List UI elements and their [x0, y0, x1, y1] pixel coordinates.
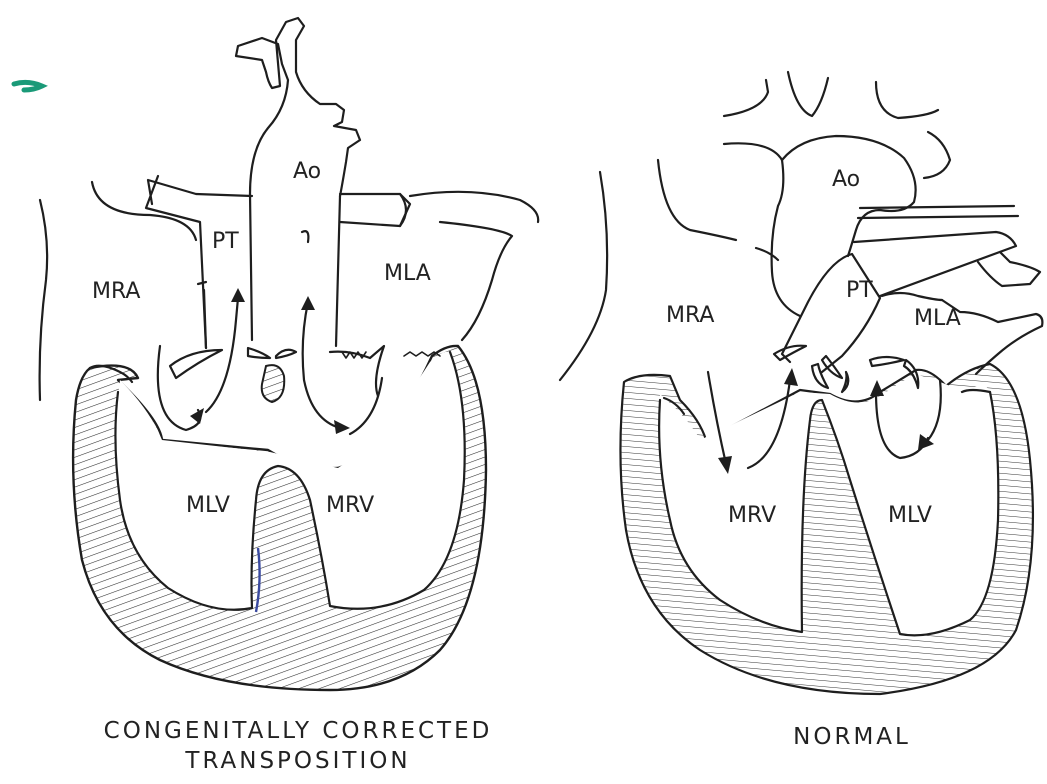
cctga-pt-right-branch	[340, 194, 410, 226]
cctga-aorta-body	[250, 194, 340, 346]
cctga-arrowhead-4	[334, 420, 350, 434]
cctga-left-atrium-wall	[440, 222, 512, 340]
normal-arch-top	[724, 80, 768, 116]
cctga-right-atrium-wall	[40, 200, 48, 400]
normal-caption: NORMAL	[793, 724, 911, 750]
cctga-valve-pt	[170, 350, 222, 378]
cctga-heart: Ao PT MRA MLA MLV MRV CONGENITALLY CORRE…	[40, 18, 539, 774]
normal-arch-vessel-1	[788, 72, 828, 116]
normal-label-mlv: MLV	[888, 503, 932, 528]
normal-arrowhead-2	[784, 368, 798, 386]
normal-aorta-left	[724, 143, 800, 316]
normal-pt-branch	[854, 232, 1016, 296]
normal-label-mrv: MRV	[728, 503, 776, 528]
normal-valve-ao-right	[842, 372, 848, 392]
cctga-valve-ao-left	[248, 348, 270, 358]
normal-descending-aorta	[858, 206, 1018, 218]
normal-heart: Ao PT MRA MLA MRV MLV NORMAL	[560, 72, 1042, 750]
cctga-flow-arrow-3	[303, 302, 340, 428]
normal-valve-mitral	[870, 357, 904, 366]
cctga-pt-left-wall	[198, 282, 206, 348]
normal-pt-trunk	[782, 254, 880, 372]
cctga-label-mlv: MLV	[186, 493, 230, 518]
normal-arch-vessel-2	[876, 82, 938, 118]
normal-label-pt: PT	[846, 278, 873, 303]
cctga-valve-ao-right	[276, 350, 296, 358]
cctga-caption-line1: CONGENITALLY CORRECTED	[104, 718, 493, 744]
cctga-arrowhead-3	[301, 296, 315, 310]
cctga-atrial-roof-left	[92, 182, 196, 240]
cctga-label-pt: PT	[212, 229, 239, 254]
normal-label-mla: MLA	[914, 306, 961, 331]
cctga-label-mrv: MRV	[326, 493, 374, 518]
cctga-conal-muscle	[262, 365, 285, 402]
normal-label-ao: Ao	[832, 167, 860, 192]
cctga-arrowhead-2	[231, 288, 245, 302]
normal-ra-roof	[658, 160, 778, 260]
normal-arrowhead-3	[870, 380, 884, 396]
cctga-caption-line2: TRANSPOSITION	[184, 748, 410, 774]
cctga-label-mra: MRA	[92, 279, 140, 304]
normal-label-mra: MRA	[666, 303, 714, 328]
cctga-left-atrium-roof	[410, 192, 538, 222]
normal-la-wall	[882, 293, 942, 300]
cctga-label-mla: MLA	[384, 261, 431, 286]
normal-arch-right	[924, 132, 950, 178]
normal-valve-ao-left	[812, 364, 828, 388]
cctga-label-ao: Ao	[293, 159, 321, 184]
cctga-flow-arrow-4	[350, 378, 382, 434]
cctga-coronary-hook	[302, 231, 308, 242]
marker-scribble	[14, 82, 42, 90]
normal-valve-pt-left	[774, 346, 806, 360]
normal-right-atrium-wall	[560, 172, 607, 380]
